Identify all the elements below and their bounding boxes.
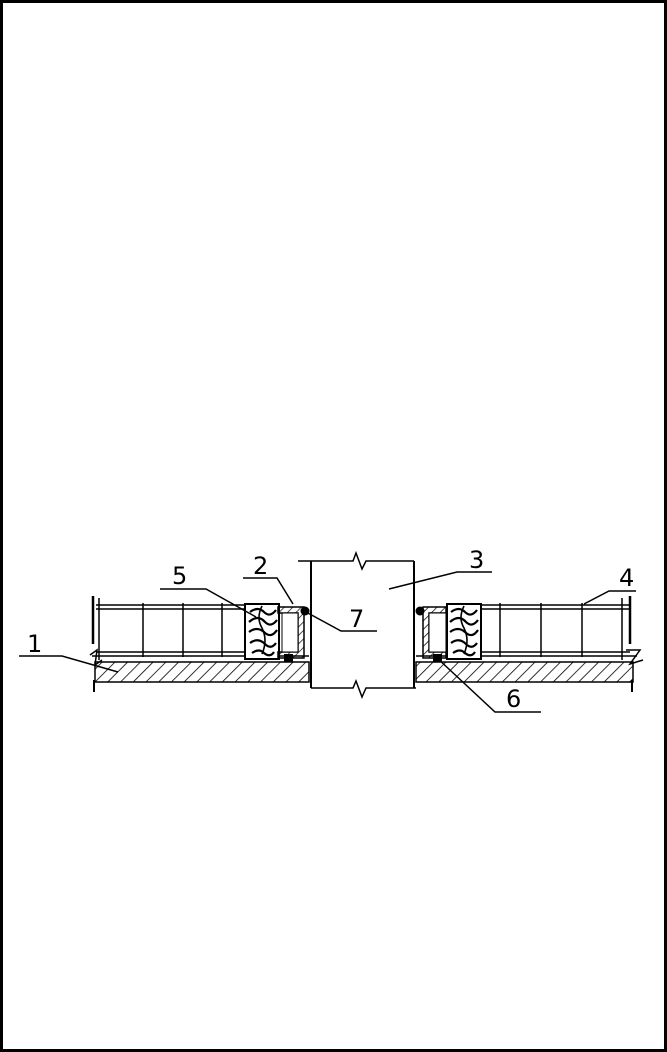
callout-7: 7 bbox=[349, 605, 364, 633]
callout-6: 6 bbox=[506, 685, 521, 713]
callout-labels: 1 2 3 4 5 6 7 bbox=[27, 546, 634, 713]
callout-3: 3 bbox=[469, 546, 484, 574]
leader-lines bbox=[19, 571, 636, 713]
channel-formwork-left bbox=[277, 606, 305, 659]
callout-2: 2 bbox=[253, 552, 268, 580]
timber-block-left bbox=[244, 603, 280, 660]
floor-slab bbox=[92, 655, 637, 692]
callout-1: 1 bbox=[27, 630, 42, 658]
callout-4: 4 bbox=[619, 564, 634, 592]
callout-5: 5 bbox=[172, 562, 187, 590]
break-lines bbox=[89, 648, 644, 667]
channel-formwork-right bbox=[422, 606, 447, 659]
column bbox=[298, 550, 416, 699]
rebar-cage bbox=[91, 596, 632, 660]
timber-block-right bbox=[446, 603, 482, 660]
